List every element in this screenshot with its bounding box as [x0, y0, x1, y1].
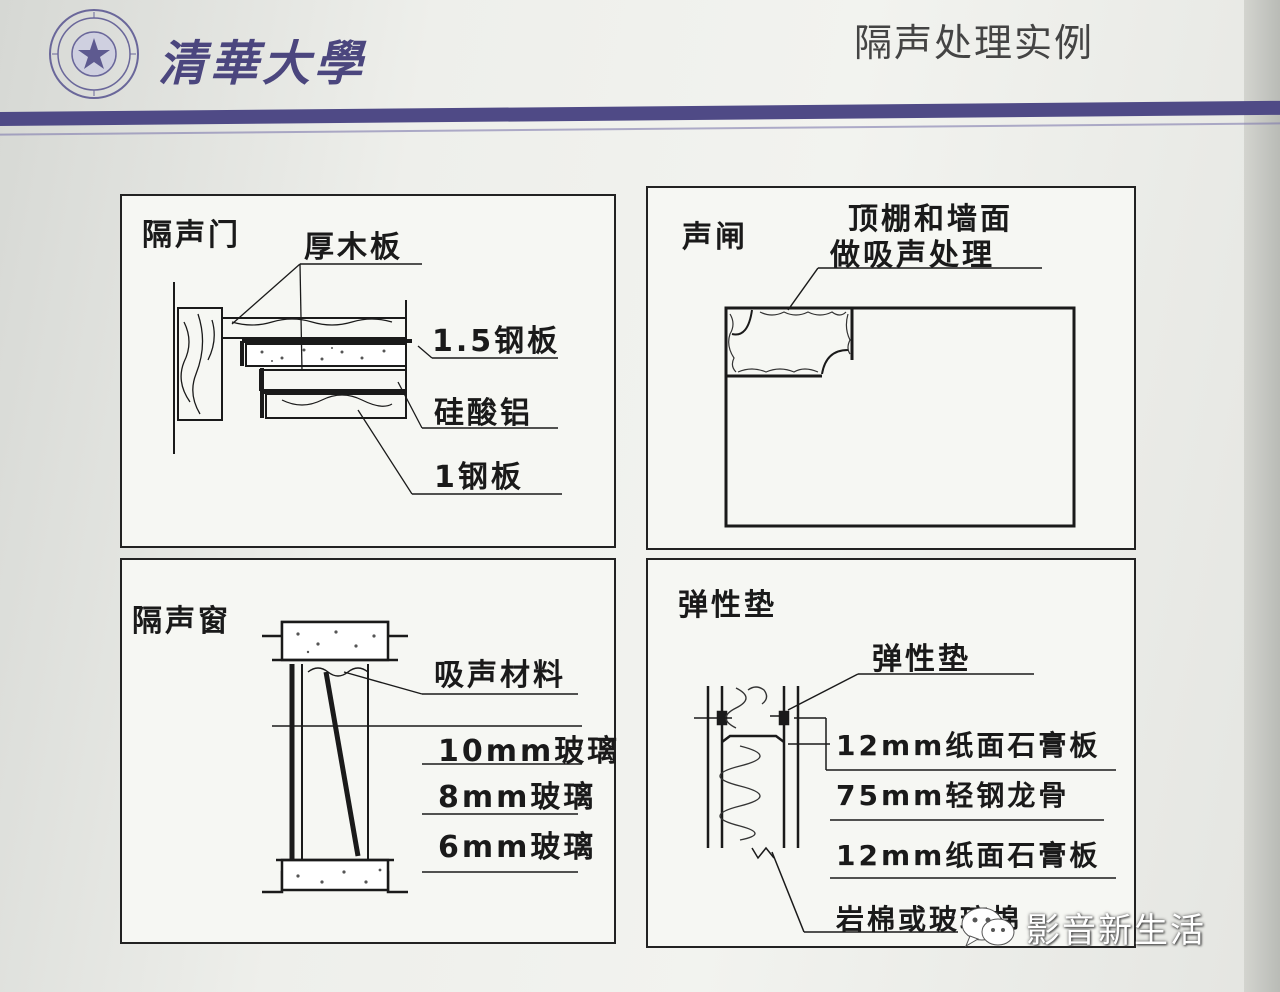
label-absorption-treatment: 做吸声处理 [830, 238, 995, 273]
label-glass-10mm: 10mm玻璃 [438, 734, 621, 769]
door-section-diagram [173, 263, 562, 495]
watermark: 影音新生活 [958, 902, 1206, 952]
sound-lock-diagram [724, 267, 1076, 528]
panel-title: 隔声门 [142, 218, 241, 253]
panel-resilient-pad: 弹性垫 弹性垫 12mm纸面石膏板 75mm轻钢龙骨 12mm纸面石膏板 岩棉或… [646, 558, 1136, 948]
label-steel-1: 1钢板 [434, 460, 524, 495]
window-section-diagram [262, 620, 582, 894]
label-gypsum-board-top: 12mm纸面石膏板 [836, 729, 1101, 762]
panel-soundproof-window: 隔声窗 吸声材料 10mm玻璃 8mm玻璃 6mm玻璃 [120, 558, 617, 944]
label-aluminum-silicate: 硅酸铝 [434, 396, 533, 431]
label-thick-wood: 厚木板 [304, 230, 403, 265]
label-glass-6mm: 6mm玻璃 [438, 830, 597, 865]
label-ceiling-walls: 顶棚和墙面 [848, 202, 1013, 237]
label-gypsum-board-bottom: 12mm纸面石膏板 [836, 839, 1101, 872]
partition-section-diagram [694, 673, 1116, 933]
screen-edge [1244, 0, 1280, 992]
university-seal-icon [49, 9, 139, 99]
slide-title: 隔声处理实例 [854, 21, 1095, 65]
label-glass-8mm: 8mm玻璃 [438, 780, 597, 815]
label-resilient-pad: 弹性垫 [872, 642, 971, 677]
panel-title: 声闸 [682, 220, 748, 255]
label-light-steel-keel: 75mm轻钢龙骨 [836, 779, 1070, 812]
watermark-text: 影音新生活 [1026, 910, 1206, 951]
label-absorbent-material: 吸声材料 [434, 658, 566, 693]
panel-sound-lock: 声闸 顶棚和墙面 做吸声处理 [646, 186, 1136, 550]
panel-title: 隔声窗 [132, 604, 231, 639]
logo-text: 清華大學 [158, 36, 367, 92]
label-steel-1-5: 1.5钢板 [432, 324, 561, 359]
panel-soundproof-door: 隔声门 厚木板 1.5钢板 硅酸铝 1钢板 [120, 194, 616, 548]
wechat-icon [961, 907, 1015, 948]
panel-title: 弹性垫 [678, 588, 777, 623]
